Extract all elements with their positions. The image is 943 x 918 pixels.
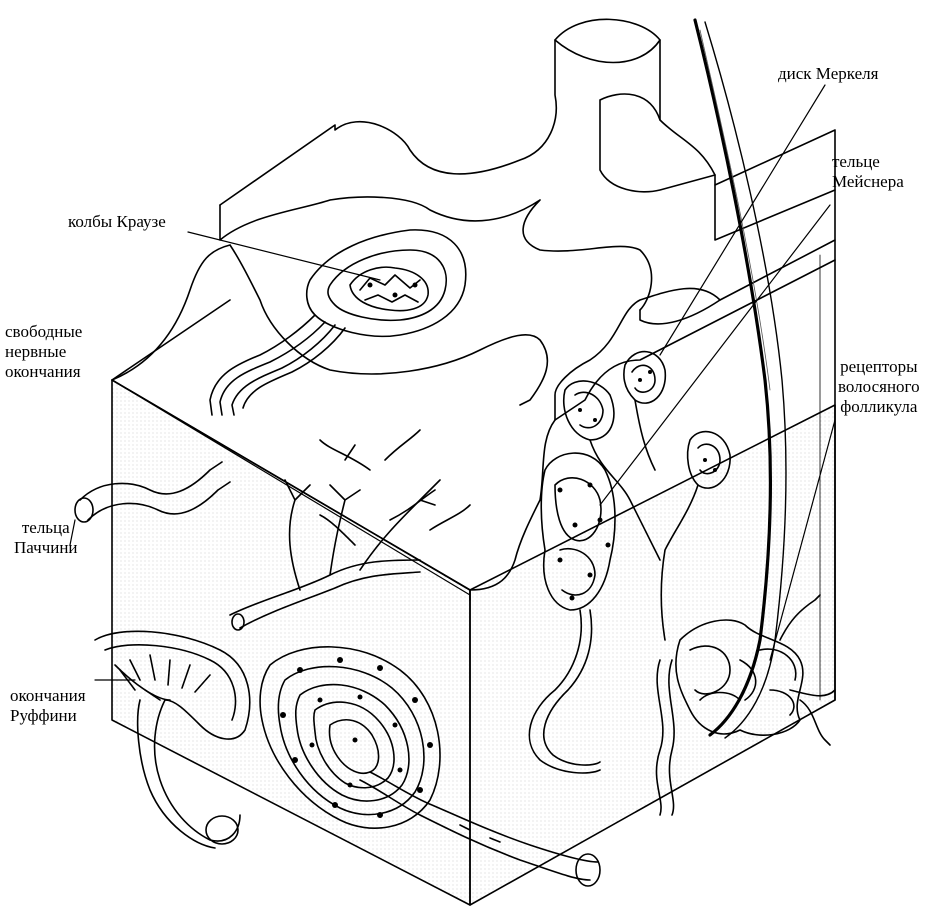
label-meissner-line1: тельце (832, 152, 880, 171)
dermis-cut-line (111, 379, 471, 591)
label-ruffini: окончания Руффини (10, 686, 86, 726)
receptor-nuclei (367, 282, 717, 601)
epidermis-front-edge (219, 196, 653, 311)
merkel-region-receptor (528, 452, 616, 774)
pacini-nerve-tube (74, 461, 231, 523)
leader-meissner (599, 204, 831, 506)
meissner-corpuscles (563, 350, 731, 641)
skin-block (111, 18, 836, 906)
hair (693, 18, 787, 739)
label-hair-line1: рецепторы (840, 357, 918, 376)
label-ruffini-line1: окончания (10, 686, 86, 705)
leader-merkel (659, 84, 826, 356)
label-free-line1: свободные (5, 322, 83, 341)
label-merkel-line1: диск Меркеля (778, 64, 879, 83)
label-free-nerve-endings: свободные нервные окончания (5, 322, 82, 382)
leader-free-endings (111, 379, 471, 596)
label-merkel: диск Меркеля (778, 64, 878, 84)
label-meissner-line2: Мейснера (832, 172, 904, 191)
label-hair-line3: фолликула (840, 397, 918, 416)
krause-bulbs (209, 229, 467, 416)
leader-pacini (69, 519, 76, 546)
block-left-face (111, 379, 471, 906)
label-pacini-line1: тельца (21, 518, 70, 537)
label-krause-line1: колбы Краузе (68, 212, 166, 231)
leader-hair-follicle (769, 419, 836, 661)
hair-follicle-receptors (655, 594, 836, 816)
label-hair-line2: волосяного (838, 377, 920, 396)
label-free-line2: нервные (5, 342, 67, 361)
block-right-face (469, 404, 836, 906)
dermis-surface (111, 244, 549, 406)
label-free-line3: окончания (5, 362, 81, 381)
epidermis-top (219, 18, 836, 421)
label-pacini-line2: Паччини (14, 538, 78, 557)
pacini-nuclei (280, 657, 433, 818)
label-ruffini-line2: Руффини (10, 706, 77, 725)
label-meissner: тельце Мейснера (832, 152, 904, 192)
label-pacini: тельца Паччини (14, 518, 78, 558)
leader-lines (69, 84, 836, 681)
leader-krause (187, 231, 381, 281)
free-nerve-endings (229, 429, 471, 631)
pacini-corpuscle (259, 646, 601, 887)
ruffini-ending (94, 630, 251, 849)
label-krause: колбы Краузе (68, 212, 166, 232)
label-hair-follicle: рецепторы волосяного фолликула (838, 357, 920, 417)
